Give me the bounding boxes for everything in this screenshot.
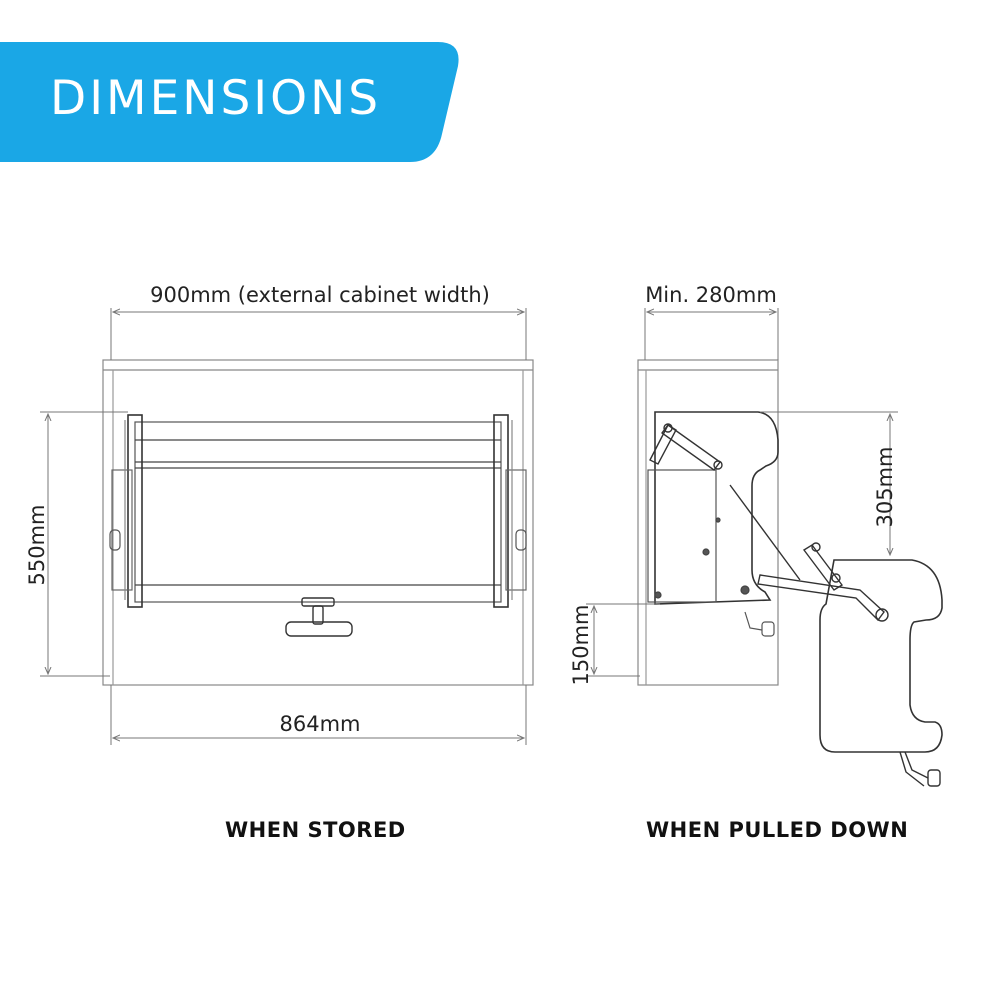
pulled-cabinet	[637, 359, 779, 686]
dim-864-label: 864mm	[280, 712, 361, 736]
banner-shape	[0, 42, 459, 162]
pulled-view	[586, 308, 943, 787]
dim-550-label: 550mm	[25, 505, 49, 586]
pulled-caption: WHEN PULLED DOWN	[646, 818, 909, 842]
stored-view	[40, 308, 534, 745]
dim-550-line	[40, 411, 128, 677]
dim-900-label: 900mm (external cabinet width)	[150, 283, 490, 307]
dim-864-line	[110, 685, 527, 745]
dim-900-line	[110, 308, 527, 360]
stored-handle	[285, 597, 353, 637]
dim-305-label: 305mm	[873, 447, 897, 528]
pulled-handle	[899, 751, 941, 787]
stored-cabinet	[102, 359, 534, 686]
stored-caption: WHEN STORED	[225, 818, 406, 842]
dim-150-label: 150mm	[569, 605, 593, 686]
pulled-basket	[819, 559, 943, 753]
dim-305-line	[760, 411, 898, 555]
stored-basket	[109, 414, 527, 608]
dim-280-label: Min. 280mm	[645, 283, 777, 307]
pulled-arms	[649, 423, 889, 622]
pulled-mechanism-housing	[654, 411, 779, 605]
dim-150-line	[586, 603, 660, 677]
dimensions-banner	[0, 42, 459, 162]
banner-title: DIMENSIONS	[50, 71, 382, 126]
dim-280-line	[644, 308, 779, 360]
